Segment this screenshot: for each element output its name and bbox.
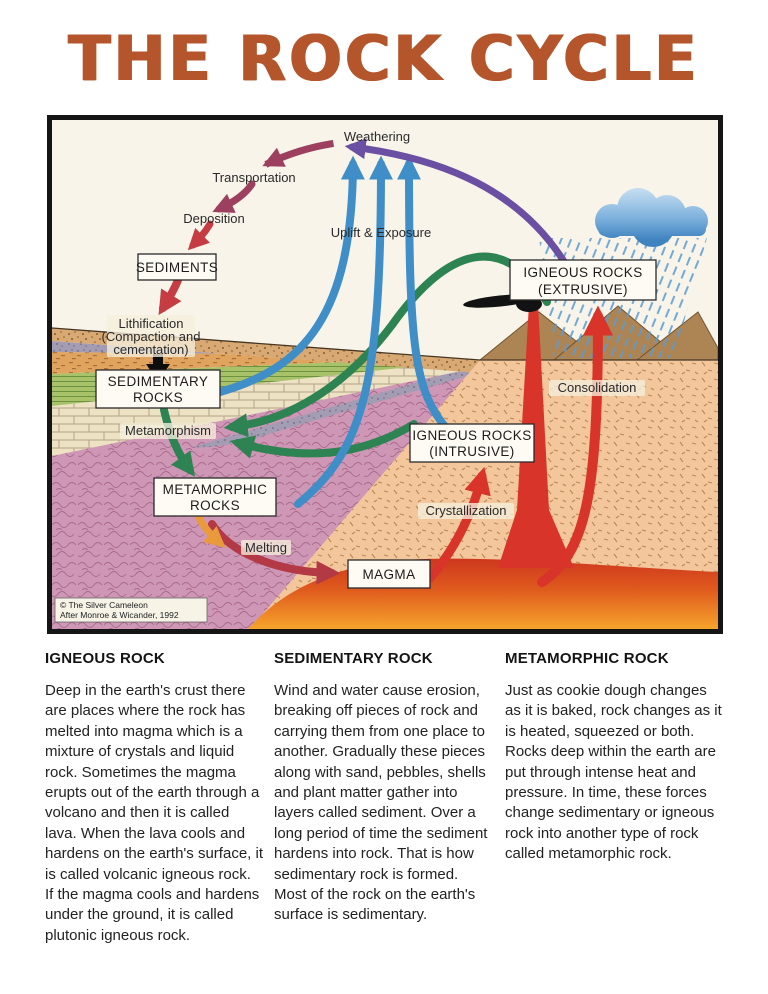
igneous-intrusive-label-2: (INTRUSIVE) <box>429 444 514 459</box>
label-weathering: Weathering <box>344 129 410 144</box>
igneous-extrusive-label-1: IGNEOUS ROCKS <box>523 265 642 280</box>
magma-box-label: MAGMA <box>362 567 415 582</box>
igneous-rock-heading: IGNEOUS ROCK <box>45 650 165 667</box>
sedimentary-rocks-box: SEDIMENTARY ROCKS <box>95 369 221 409</box>
cloud-icon <box>595 188 708 247</box>
arrow-sedimentary-to-metamorphic <box>160 406 196 477</box>
orange-sandstone-bed <box>52 352 337 374</box>
metamorphic-rock-heading: METAMORPHIC ROCK <box>505 650 669 667</box>
credit-line-2: After Monroe & Wicander, 1992 <box>60 610 179 620</box>
arrow-intrusive-to-metamorphism <box>229 420 418 459</box>
igneous-extrusive-box: IGNEOUS ROCKS (EXTRUSIVE) <box>509 259 657 301</box>
sedimentary-rock-column: SEDIMENTARY ROCK Wind and water cause er… <box>274 650 494 946</box>
credit-line-1: © The Silver Cameleon <box>60 600 148 610</box>
metamorphic-rocks-box: METAMORPHIC ROCKS <box>153 477 277 517</box>
sedimentary-rock-heading: SEDIMENTARY ROCK <box>274 650 433 667</box>
metamorphic-rock-column: METAMORPHIC ROCK Just as cookie dough ch… <box>505 650 723 946</box>
arrow-deposition-to-sediments <box>187 220 214 251</box>
label-lithification-3: cementation) <box>113 342 188 357</box>
page-title: THE ROCK CYCLE <box>68 22 700 95</box>
description-columns: IGNEOUS ROCK Deep in the earth's crust t… <box>45 650 723 946</box>
sediments-box: SEDIMENTS <box>136 253 218 281</box>
metamorphic-rocks-label-2: ROCKS <box>190 498 240 513</box>
process-arrows <box>158 138 613 587</box>
rock-cycle-diagram: Weathering Transportation Deposition Upl… <box>47 115 723 634</box>
arrow-uplift-right <box>397 155 452 434</box>
rock-cycle-diagram-svg: Weathering Transportation Deposition Upl… <box>52 120 718 629</box>
igneous-intrusive-label-1: IGNEOUS ROCKS <box>412 428 531 443</box>
arrow-consolidation <box>537 305 613 587</box>
label-crystallization: Crystallization <box>426 503 507 518</box>
arrow-crystallization <box>425 466 491 583</box>
green-arrows <box>160 252 551 477</box>
credit-box: © The Silver Cameleon After Monroe & Wic… <box>54 597 208 623</box>
rock-boxes: SEDIMENTS SEDIMENTARY ROCKS METAMORPHIC … <box>95 253 657 589</box>
label-lithification-1: Lithification <box>118 316 183 331</box>
arrow-weathering-to-transportation <box>262 139 335 168</box>
arrow-uplift-left <box>216 155 365 396</box>
metamorphic-rocks-label-1: METAMORPHIC <box>163 482 268 497</box>
igneous-extrusive-label-2: (EXTRUSIVE) <box>538 282 628 297</box>
label-consolidation: Consolidation <box>558 380 637 395</box>
arrow-transportation-to-deposition <box>212 180 256 213</box>
arrow-extrusive-to-metamorphism <box>223 252 551 438</box>
metamorphic-rock-body: Just as cookie dough changes as it is ba… <box>505 682 722 863</box>
arrow-extrusive-to-weathering <box>344 138 572 272</box>
label-metamorphism: Metamorphism <box>125 423 211 438</box>
igneous-rock-column: IGNEOUS ROCK Deep in the earth's crust t… <box>45 650 263 946</box>
lavender-speckled-bed <box>192 370 478 448</box>
igneous-intrusive-box: IGNEOUS ROCKS (INTRUSIVE) <box>409 423 535 463</box>
sedimentary-rocks-label-2: ROCKS <box>133 390 183 405</box>
arrow-sediments-to-lithification <box>158 276 182 316</box>
sedimentary-rocks-label-1: SEDIMENTARY <box>108 374 209 389</box>
label-deposition: Deposition <box>183 211 244 226</box>
uplift-arrows <box>216 155 452 508</box>
magma-box: MAGMA <box>347 559 431 589</box>
label-backgrounds <box>107 315 645 555</box>
label-uplift-exposure: Uplift & Exposure <box>331 225 431 240</box>
label-lithification-2: (Compaction and <box>102 329 201 344</box>
label-transportation: Transportation <box>212 170 295 185</box>
arrow-uplift-middle <box>294 155 393 508</box>
volcano-conduit <box>498 304 574 568</box>
label-melting: Melting <box>245 540 287 555</box>
sediments-box-label: SEDIMENTS <box>136 260 218 275</box>
arrow-metamorphic-melting <box>194 512 226 548</box>
igneous-rock-body: Deep in the earth's crust there are plac… <box>45 682 263 944</box>
sedimentary-rock-body: Wind and water cause erosion, breaking o… <box>274 682 488 924</box>
